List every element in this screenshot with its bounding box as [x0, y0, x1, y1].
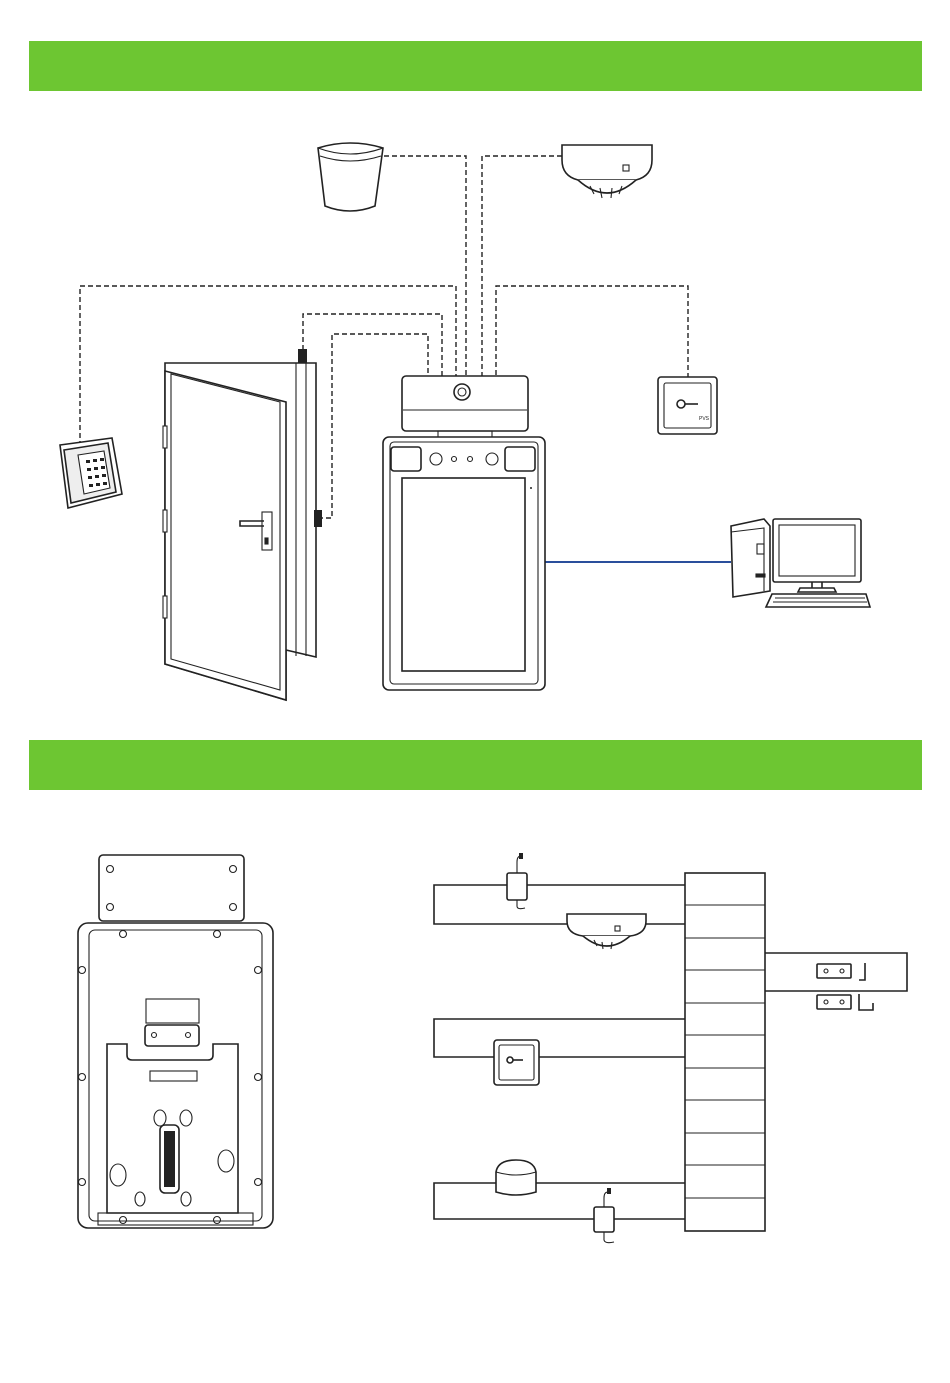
smoke-detector-icon: [567, 914, 646, 949]
power-adapter-icon: [594, 1188, 614, 1243]
terminal-block: [685, 873, 765, 1231]
exit-button-icon: [494, 1040, 539, 1085]
alarm-siren-icon: [496, 1160, 536, 1195]
power-adapter-icon: [507, 853, 527, 909]
device-rear-view-icon: [78, 855, 273, 1228]
door-sensor-icon: [817, 994, 873, 1010]
magnetic-lock-icon: [817, 963, 865, 980]
